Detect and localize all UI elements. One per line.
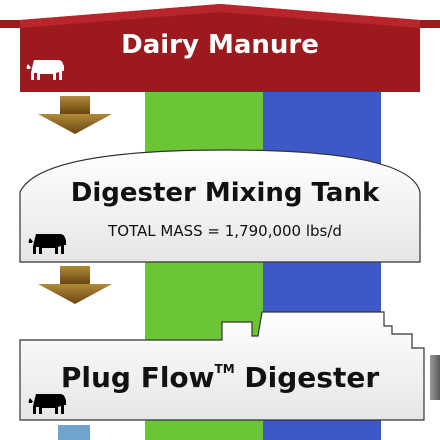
total-mass-label: TOTAL MASS = 1,790,000 lbs/d bbox=[108, 222, 342, 240]
plug-flow-label: Plug FlowTM Digester bbox=[30, 361, 410, 394]
dairy-manure-roof bbox=[0, 4, 440, 92]
plug-flow-name: Plug Flow bbox=[60, 361, 215, 394]
plug-flow-suffix: Digester bbox=[234, 361, 380, 394]
mixing-tank-label: Digester Mixing Tank bbox=[70, 178, 380, 208]
dairy-manure-label: Dairy Manure bbox=[121, 30, 319, 60]
trademark-mark: TM bbox=[214, 362, 235, 376]
down-arrow-icon bbox=[38, 266, 112, 304]
down-arrow-icon bbox=[38, 96, 112, 134]
plug-flow-digester-shape bbox=[19, 311, 425, 421]
mixing-tank-shape bbox=[19, 149, 421, 263]
light-blue-stream bbox=[58, 425, 90, 440]
gray-side-bar bbox=[430, 355, 440, 400]
